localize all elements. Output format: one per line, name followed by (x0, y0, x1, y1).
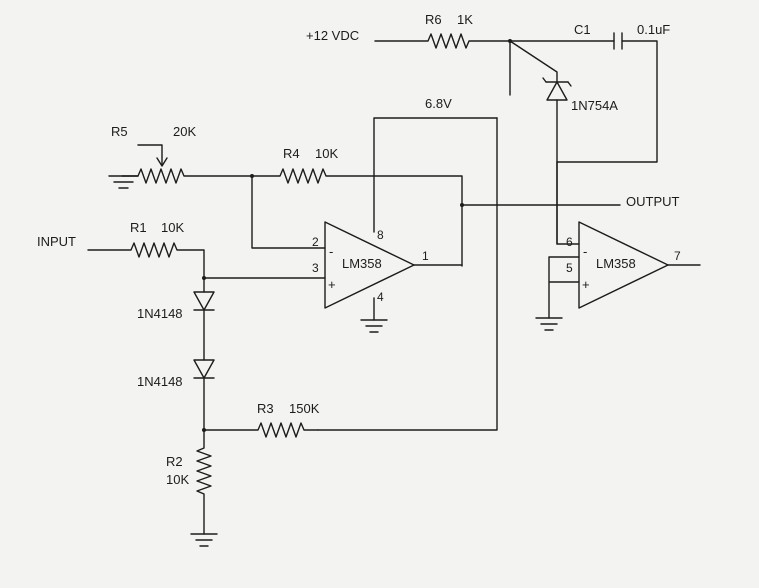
junction-dot (250, 174, 254, 178)
opamp2-plus: + (582, 277, 590, 292)
r4-value: 10K (315, 146, 338, 161)
diode-d2 (193, 359, 215, 431)
resistor-r4 (251, 168, 463, 267)
rail-6v8 (317, 40, 511, 431)
wire-op2-inv (556, 161, 580, 245)
diode2-label: 1N4148 (137, 374, 183, 389)
opamp1-part: LM358 (342, 256, 382, 271)
resistor-r3 (203, 422, 319, 438)
c1-value: 0.1uF (637, 22, 670, 37)
zener-label: 1N754A (571, 98, 618, 113)
r4-ref: R4 (283, 146, 300, 161)
opamp1-pin-inv: 2 (312, 235, 319, 249)
junction-dot (202, 276, 206, 280)
opamp1-pin-gnd: 4 (377, 290, 384, 304)
r6-value: 1K (457, 12, 473, 27)
opamp2-pin-out: 7 (674, 249, 681, 263)
opamp1-pin-noninv: 3 (312, 261, 319, 275)
wire-to-zener (509, 40, 558, 83)
resistor-r6 (374, 33, 511, 49)
supply-label: +12 VDC (306, 28, 359, 43)
opamp2-minus: - (583, 244, 587, 259)
ground-symbol-r2 (190, 533, 218, 547)
diode-d1 (193, 291, 215, 361)
junction-dot (460, 203, 464, 207)
r5-value: 20K (173, 124, 196, 139)
r3-ref: R3 (257, 401, 274, 416)
ground-symbol-op2 (535, 317, 563, 331)
ground-symbol-r5 (108, 175, 139, 189)
opamp2-pin-inv: 6 (566, 235, 573, 249)
resistor-r2 (196, 429, 212, 535)
r1-value: 10K (161, 220, 184, 235)
opamp2-pin-noninv: 5 (566, 261, 573, 275)
ground-symbol-op1 (360, 319, 388, 333)
opamp2-part: LM358 (596, 256, 636, 271)
opamp1-plus: + (328, 277, 336, 292)
r5-ref: R5 (111, 124, 128, 139)
junction-dot (508, 39, 512, 43)
input-label: INPUT (37, 234, 76, 249)
junction-dot (202, 428, 206, 432)
opamp1-pin-out: 1 (422, 249, 429, 263)
output-label: OUTPUT (626, 194, 680, 209)
opamp2 (578, 221, 701, 309)
r2-value: 10K (166, 472, 189, 487)
resistor-r5 (121, 144, 253, 184)
wire-op1-inv (251, 175, 326, 249)
node-voltage-label: 6.8V (425, 96, 452, 111)
r3-value: 150K (289, 401, 320, 416)
diode1-label: 1N4148 (137, 306, 183, 321)
c1-ref: C1 (574, 22, 591, 37)
opamp1-pin-vcc: 8 (377, 228, 384, 242)
opamp1-minus: - (329, 244, 333, 259)
opamp1 (324, 221, 463, 321)
vcc-wire-op1 (373, 117, 498, 233)
capacitor-c1 (556, 32, 658, 163)
r1-ref: R1 (130, 220, 147, 235)
wire-op2-noninv (548, 256, 580, 319)
r2-ref: R2 (166, 454, 183, 469)
resistor-r1 (87, 242, 326, 279)
r6-ref: R6 (425, 12, 442, 27)
